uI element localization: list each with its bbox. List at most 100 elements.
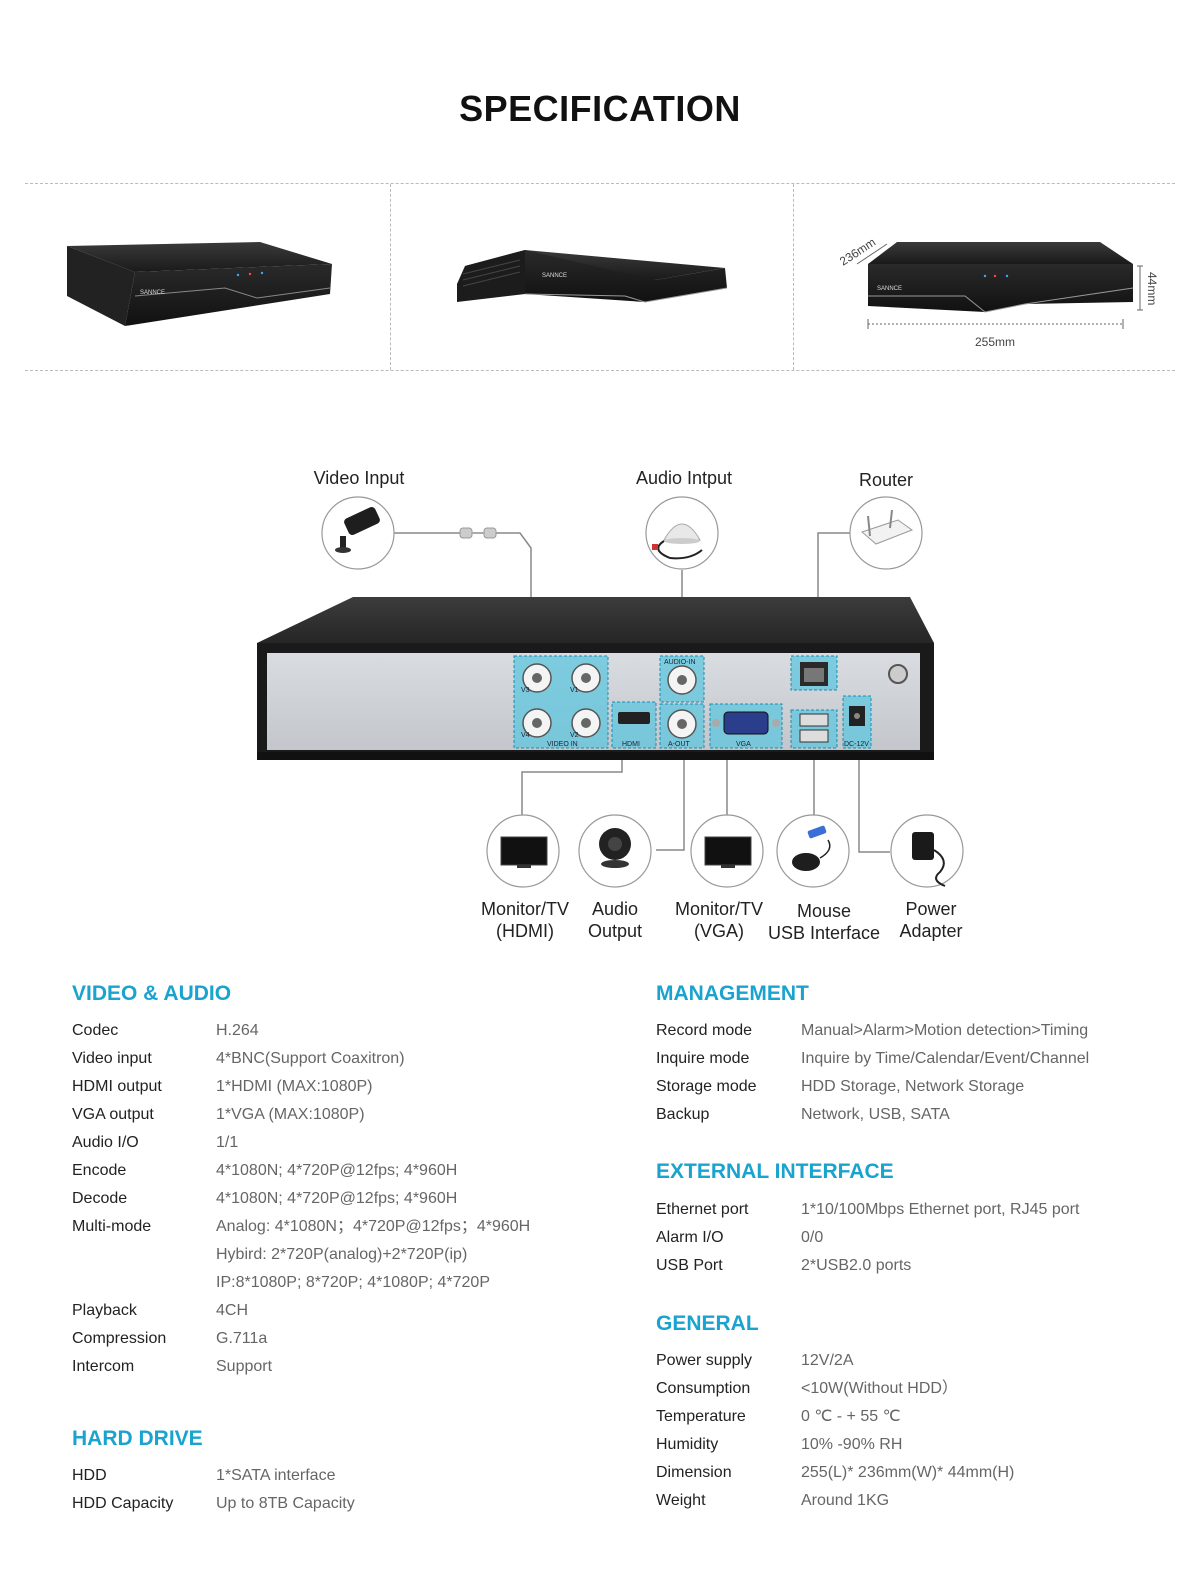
spec-key: Backup (656, 1106, 710, 1123)
label-video-input: Video Input (313, 468, 405, 488)
section-heading-external-interface: EXTERNAL INTERFACE (656, 1160, 894, 1183)
spec-row: HDD Capacity Up to 8TB Capacity (72, 1490, 572, 1518)
spec-key: HDD Capacity (72, 1495, 174, 1512)
brand-logo: SANNCE (877, 286, 902, 292)
label-line: (VGA) (693, 921, 744, 941)
spec-key: USB Port (656, 1257, 723, 1274)
connection-diagram: V3 V1 V4 V2 VIDEO IN AUDIO-IN HDMI A-OUT… (0, 440, 1200, 960)
spec-row: Weight Around 1KG (656, 1487, 1156, 1515)
spec-key: Compression (72, 1330, 167, 1347)
spec-value: 12V/2A (801, 1352, 854, 1369)
label-line: Adapter (899, 921, 963, 941)
brand-logo: SANNCE (140, 290, 165, 296)
spec-value: Up to 8TB Capacity (216, 1495, 355, 1512)
spec-value: Support (216, 1358, 273, 1375)
spec-row: Backup Network, USB, SATA (656, 1101, 1156, 1129)
spec-key: Intercom (72, 1358, 135, 1375)
spec-key: Decode (72, 1190, 128, 1207)
port-label-audio-in: AUDIO-IN (664, 659, 696, 666)
spec-key: Alarm I/O (656, 1229, 724, 1246)
label-monitor-vga: Monitor/TV (VGA) (664, 898, 774, 942)
spec-value: 1/1 (216, 1134, 239, 1151)
speaker-icon (599, 828, 631, 868)
spec-key: Temperature (656, 1408, 746, 1425)
port-label-v2: V2 (570, 732, 579, 739)
label-line: Monitor/TV (674, 899, 764, 919)
spec-value: Analog: 4*1080N；4*720P@12fps；4*960H (216, 1218, 531, 1235)
label-line: Mouse (796, 901, 852, 921)
spec-key: Video input (72, 1050, 152, 1067)
spec-row: Multi-mode Analog: 4*1080N；4*720P@12fps；4… (72, 1213, 572, 1241)
spec-key: HDD (72, 1467, 107, 1484)
spec-key: VGA output (72, 1106, 154, 1123)
spec-key: Codec (72, 1022, 119, 1039)
spec-row: Consumption<10W(Without HDD） (656, 1375, 1156, 1403)
port-label-vga: VGA (736, 741, 751, 748)
spec-value: G.711a (216, 1330, 268, 1347)
dimension-height: 44mm (1145, 272, 1159, 305)
monitor-icon (704, 836, 752, 868)
spec-value: 1*HDMI (MAX:1080P) (216, 1078, 373, 1095)
label-power-adapter: Power Adapter (884, 898, 978, 942)
port-label-hdmi: HDMI (622, 741, 640, 748)
spec-key: HDMI output (72, 1078, 162, 1095)
dvr-photo-side: SANNCE (457, 250, 728, 303)
spec-value: 4CH (216, 1302, 249, 1319)
port-label-dc: DC-12V (844, 741, 869, 748)
product-photos: SANNCE SANNCE SANNCE 236mm (67, 235, 1159, 349)
spec-value: <10W(Without HDD） (801, 1380, 958, 1397)
dvr-photo-dimensions: SANNCE 236mm 44mm 255mm (837, 235, 1159, 349)
spec-key: Encode (72, 1162, 127, 1179)
port-label-v4: V4 (521, 732, 530, 739)
monitor-icon (500, 836, 548, 868)
spec-value: Network, USB, SATA (801, 1106, 950, 1123)
label-audio-output: Audio Output (570, 898, 660, 942)
label-audio-input: Audio Intput (635, 468, 733, 488)
label-line: Monitor/TV (480, 899, 570, 919)
spec-row: IP:8*1080P; 8*720P; 4*1080P; 4*720P (72, 1269, 572, 1297)
spec-row: Intercom Support (72, 1353, 572, 1381)
spec-value: Around 1KG (801, 1492, 890, 1509)
router-icon (861, 509, 914, 545)
spec-row: HDMI output 1*HDMI (MAX:1080P) (72, 1073, 572, 1101)
product-photo-strip: SANNCE SANNCE SANNCE 236mm (25, 183, 1175, 371)
section-heading-video-audio: VIDEO & AUDIO (72, 982, 232, 1005)
spec-key: Multi-mode (72, 1218, 152, 1235)
dimension-width: 255mm (975, 335, 1015, 349)
spec-key: Ethernet port (656, 1201, 749, 1218)
spec-key: Weight (656, 1492, 706, 1509)
spec-row: Codec H.264 (72, 1017, 572, 1045)
spec-row: USB Port 2*USB2.0 ports (656, 1252, 1156, 1280)
section-heading-management: MANAGEMENT (656, 982, 809, 1005)
spec-value: 10% -90% RH (801, 1436, 903, 1453)
label-router: Router (858, 470, 914, 490)
spec-value: 255(L)* 236mm(W)* 44mm(H) (801, 1464, 1015, 1481)
camera-icon (335, 506, 380, 553)
label-line: USB Interface (767, 923, 881, 943)
spec-value: 1*VGA (MAX:1080P) (216, 1106, 365, 1123)
microphone-icon (652, 523, 703, 560)
spec-row: Hybird: 2*720P(analog)+2*720P(ip) (72, 1241, 572, 1269)
hdmi-port (611, 701, 657, 749)
spec-value: H.264 (216, 1022, 259, 1039)
port-label-v3: V3 (521, 687, 530, 694)
spec-value: 4*1080N; 4*720P@12fps; 4*960H (216, 1190, 458, 1207)
label-line: (HDMI) (496, 921, 554, 941)
spec-value: 4*1080N; 4*720P@12fps; 4*960H (216, 1162, 458, 1179)
label-mouse-usb: Mouse USB Interface (762, 900, 886, 944)
label-line: Power (905, 899, 957, 919)
spec-value: 2*USB2.0 ports (801, 1257, 912, 1274)
camera-icon-circle (321, 496, 395, 570)
section-heading-general: GENERAL (656, 1312, 759, 1335)
label-line: Audio (591, 899, 639, 919)
